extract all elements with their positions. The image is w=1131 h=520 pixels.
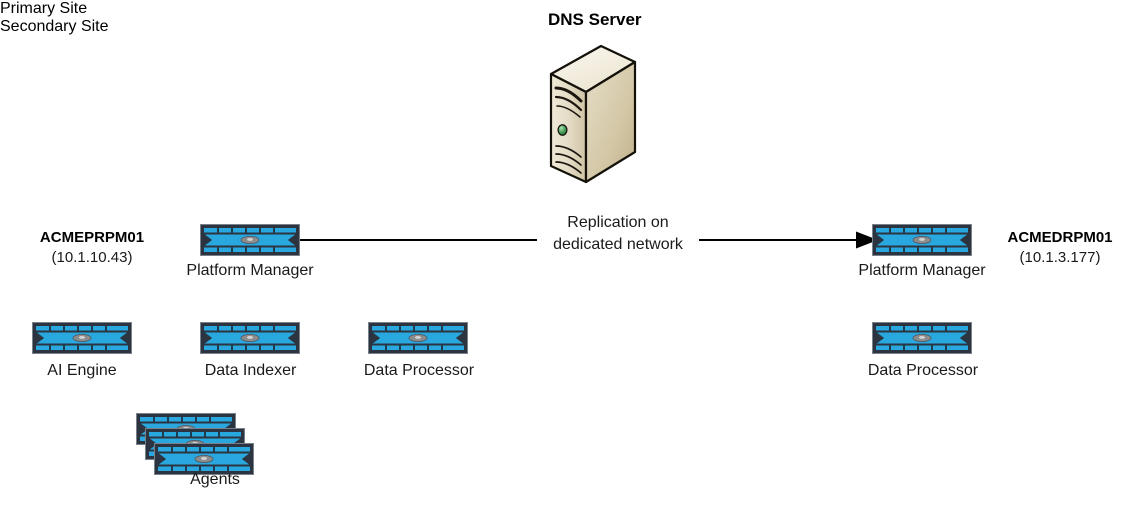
network-device-icon[interactable]	[368, 322, 468, 354]
primary-host-block: ACMEPRPM01 (10.1.10.43)	[22, 228, 162, 268]
device-label-platform-manager-secondary: Platform Manager	[858, 262, 986, 279]
network-device-icon[interactable]	[200, 224, 300, 256]
replication-label: Replication on dedicated network	[537, 212, 699, 256]
secondary-host-name: ACMEDRPM01	[1007, 229, 1113, 246]
primary-site-container	[0, 36, 488, 356]
device-label-data-processor-secondary: Data Processor	[867, 362, 979, 379]
device-label-data-indexer: Data Indexer	[204, 362, 297, 379]
device-label-data-processor-primary: Data Processor	[363, 362, 475, 379]
secondary-host-block: ACMEDRPM01 (10.1.3.177)	[992, 228, 1128, 268]
primary-host-ip: (10.1.10.43)	[51, 249, 133, 266]
primary-host-name: ACMEPRPM01	[39, 229, 145, 246]
network-device-icon[interactable]	[32, 322, 132, 354]
secondary-site-title: Secondary Site	[0, 18, 109, 35]
network-device-icon[interactable]	[872, 224, 972, 256]
secondary-host-ip: (10.1.3.177)	[1019, 249, 1101, 266]
replication-label-line2: dedicated network	[553, 236, 683, 253]
dns-server-title: DNS Server	[548, 10, 642, 29]
device-label-agents: Agents	[190, 471, 240, 488]
replication-label-line1: Replication on	[567, 214, 669, 231]
network-device-stack-icon[interactable]	[136, 413, 254, 475]
device-label-ai-engine: AI Engine	[47, 362, 117, 379]
network-device-icon[interactable]	[200, 322, 300, 354]
server-tower-icon	[543, 44, 639, 186]
network-device-icon[interactable]	[154, 443, 254, 475]
device-label-platform-manager-primary: Platform Manager	[186, 262, 314, 279]
network-device-icon[interactable]	[872, 322, 972, 354]
primary-site-title: Primary Site	[0, 0, 88, 17]
